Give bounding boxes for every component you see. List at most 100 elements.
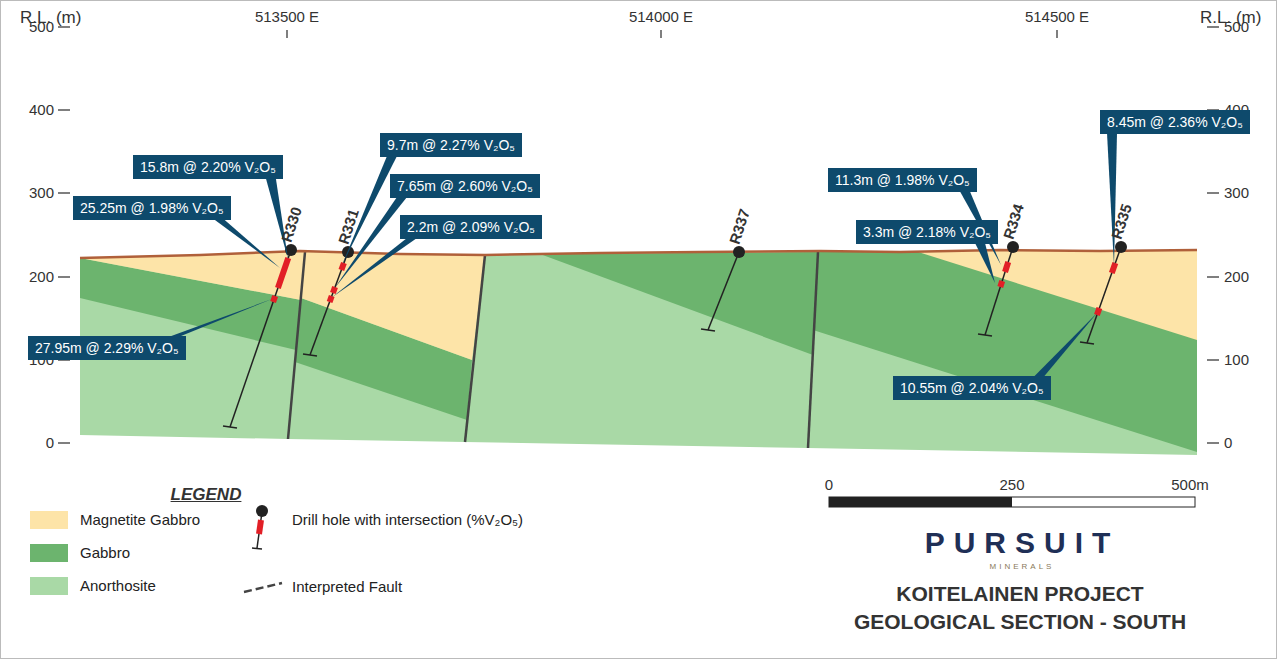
legend-text: Interpreted Fault — [292, 578, 402, 595]
drill-holes — [223, 241, 1127, 428]
callout-pointer — [169, 299, 272, 337]
intersection-segment — [273, 296, 275, 302]
assay-callout: 9.7m @ 2.27% V₂O₅ — [380, 133, 522, 157]
legend-swatch — [30, 511, 68, 529]
scale-label: 0 — [825, 476, 833, 493]
assay-callout: 11.3m @ 1.98% V₂O₅ — [828, 168, 977, 192]
legend-swatch — [30, 544, 68, 562]
axis-ticks — [58, 27, 1219, 443]
callout-pointer — [1034, 313, 1097, 377]
scale-bar — [829, 497, 1195, 507]
callout-text: 15.8m @ 2.20% V₂O₅ — [140, 159, 276, 175]
easting-label: 513500 E — [255, 8, 319, 25]
drill-hole-trace — [230, 250, 291, 427]
assay-callout: 3.3m @ 2.18% V₂O₅ — [856, 220, 998, 244]
intersection-segment — [1005, 262, 1008, 272]
magnetite-gabbro-unit — [80, 252, 305, 300]
elevation-label: 200 — [29, 268, 54, 285]
assay-callout: 7.65m @ 2.60% V₂O₅ — [390, 174, 540, 198]
company-logo: PURSUIT — [925, 526, 1120, 561]
scale-label: 250 — [999, 476, 1024, 493]
assay-callout: 15.8m @ 2.20% V₂O₅ — [133, 155, 283, 179]
callout-pointer — [331, 238, 417, 298]
scale-label: 500m — [1171, 476, 1209, 493]
drill-hole-trace — [708, 252, 739, 330]
intersection-segment — [1000, 281, 1002, 287]
elevation-label: 400 — [29, 101, 54, 118]
assay-callout: 10.55m @ 2.04% V₂O₅ — [893, 376, 1051, 400]
anorthosite-unit — [288, 252, 485, 442]
elevation-label: 0 — [46, 434, 54, 451]
legend-drill-symbol — [252, 505, 268, 549]
intersection-segment — [341, 263, 344, 270]
gabbro-unit — [540, 252, 818, 355]
intersection-segment — [1112, 263, 1116, 273]
legend-text: Drill hole with intersection (%V₂O₅) — [292, 511, 523, 528]
callout-text: 11.3m @ 1.98% V₂O₅ — [835, 172, 970, 188]
drill-collar — [733, 246, 745, 258]
callout-pointer — [1107, 133, 1117, 266]
drill-hole-trace — [1087, 247, 1121, 343]
assay-callout: 27.95m @ 2.29% V₂O₅ — [28, 336, 186, 360]
company-logo: MINERALS — [990, 562, 1055, 571]
legend-swatch — [30, 577, 68, 595]
hole-end-tick — [303, 354, 317, 356]
callout-pointer — [975, 243, 995, 283]
intersection-segment — [330, 296, 332, 302]
elevation-label: 300 — [29, 184, 54, 201]
legend-heading: LEGEND — [171, 485, 242, 505]
easting-label: 514500 E — [1025, 8, 1089, 25]
intersection-segment — [1097, 308, 1099, 315]
intersection-segment — [278, 258, 288, 288]
anorthosite-unit — [465, 252, 818, 448]
fault-line — [808, 252, 818, 448]
callout-pointer — [214, 219, 280, 268]
hole-end-tick — [701, 329, 715, 331]
elevation-label: 0 — [1224, 434, 1232, 451]
callout-text: 3.3m @ 2.18% V₂O₅ — [863, 224, 991, 240]
easting-label: 514000 E — [629, 8, 693, 25]
elevation-label: 500 — [29, 18, 54, 35]
elevation-label: 300 — [1224, 184, 1249, 201]
fault-line — [465, 255, 485, 442]
callout-text: 9.7m @ 2.27% V₂O₅ — [387, 137, 515, 153]
drill-hole-trace — [310, 252, 348, 355]
section-title: KOITELAINEN PROJECT GEOLOGICAL SECTION -… — [830, 580, 1210, 637]
fault-line — [288, 252, 305, 439]
drill-hole-id: R334 — [1000, 202, 1027, 241]
callout-text: 2.2m @ 2.09% V₂O₅ — [407, 219, 535, 235]
magnetite-gabbro-unit — [915, 250, 1197, 340]
drill-collar — [1007, 241, 1019, 253]
elevation-label: 500 — [1224, 18, 1249, 35]
elevation-label: 200 — [1224, 268, 1249, 285]
drill-hole-id: R331 — [335, 207, 362, 246]
gabbro-unit — [813, 250, 1197, 452]
drill-hole-id: R330 — [278, 205, 305, 244]
drill-hole-id: R337 — [726, 207, 753, 246]
assay-callout: 25.25m @ 1.98% V₂O₅ — [73, 196, 231, 220]
callout-text: 7.65m @ 2.60% V₂O₅ — [397, 178, 533, 194]
elevation-label: 100 — [1224, 351, 1249, 368]
topographic-surface — [80, 250, 1197, 258]
callout-text: 27.95m @ 2.29% V₂O₅ — [35, 340, 179, 356]
callout-text: 10.55m @ 2.04% V₂O₅ — [900, 380, 1044, 396]
drill-hole-id: R335 — [1108, 202, 1135, 241]
callout-pointer — [334, 197, 407, 289]
legend-fault-symbol — [244, 583, 282, 592]
magnetite-gabbro-unit — [301, 252, 485, 360]
assay-callout: 2.2m @ 2.09% V₂O₅ — [400, 215, 542, 239]
hole-end-tick — [978, 334, 992, 336]
legend-text: Anorthosite — [80, 577, 156, 594]
callout-text: 8.45m @ 2.36% V₂O₅ — [1107, 114, 1243, 130]
drill-collar — [1115, 241, 1127, 253]
assay-callout: 8.45m @ 2.36% V₂O₅ — [1100, 110, 1250, 134]
hole-end-tick — [223, 426, 237, 428]
hole-end-tick — [1080, 342, 1094, 344]
legend-text: Gabbro — [80, 544, 130, 561]
legend-text: Magnetite Gabbro — [80, 511, 200, 528]
